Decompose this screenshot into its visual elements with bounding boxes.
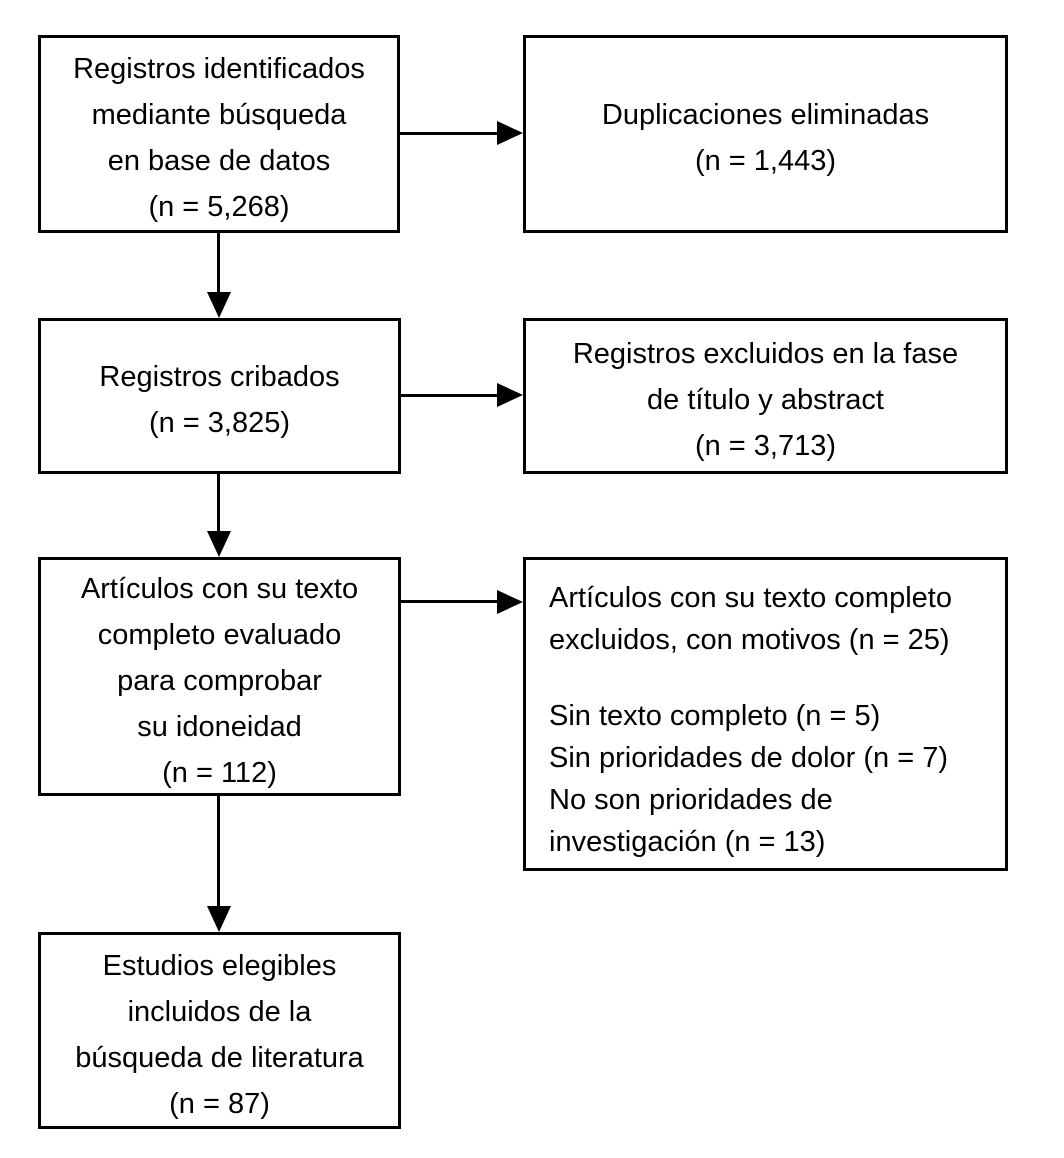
arrow-screened-to-excluded-line — [400, 394, 500, 397]
text-line: Sin texto completo (n = 5) — [549, 700, 881, 732]
text-line: para comprobar — [117, 664, 322, 697]
text-line: completo evaluado — [97, 618, 342, 651]
text-line: (n = 1,443) — [694, 145, 837, 177]
text-line: (n = 3,713) — [694, 430, 837, 462]
arrow-screened-to-fulltext-line — [217, 473, 220, 533]
arrow-identified-to-screened-line — [217, 232, 220, 294]
text-line: búsqueda de literatura — [75, 1041, 364, 1074]
node-fulltext-assessed: Artículos con su texto completo evaluado… — [38, 557, 401, 796]
exclusion-header: Artículos con su texto completo excluido… — [549, 577, 952, 661]
text-line: excluidos, con motivos (n = 25) — [549, 624, 950, 656]
node-fulltext-excluded: Artículos con su texto completo excluido… — [523, 557, 1008, 871]
exclusion-reasons: Sin texto completo (n = 5) Sin prioridad… — [549, 695, 948, 863]
text-line: Duplicaciones eliminadas — [601, 99, 930, 131]
text-line: Registros identificados — [73, 53, 365, 85]
text-line: Registros excluidos en la fase — [572, 338, 959, 370]
text-line: su idoneidad — [137, 710, 302, 743]
text-line: (n = 3,825) — [148, 407, 291, 439]
text-line: de título y abstract — [647, 384, 884, 416]
arrow-identified-to-duplicates-line — [399, 132, 499, 135]
arrow-fulltext-to-included-line — [217, 795, 220, 908]
text-line: (n = 87) — [169, 1087, 270, 1120]
arrow-fulltext-to-included-head-icon — [207, 906, 231, 932]
arrow-identified-to-screened-head-icon — [207, 292, 231, 318]
text-line: investigación (n = 13) — [549, 826, 826, 858]
text-line: Artículos con su texto — [80, 572, 359, 605]
node-duplicates-removed: Duplicaciones eliminadas (n = 1,443) — [523, 35, 1008, 233]
arrow-fulltext-to-excluded-head-icon — [497, 590, 523, 614]
node-records-excluded-title-abstract: Registros excluidos en la fase de título… — [523, 318, 1008, 474]
text-line: incluidos de la — [127, 995, 312, 1028]
text-line: Sin prioridades de dolor (n = 7) — [549, 742, 948, 774]
text-line: en base de datos — [107, 145, 331, 177]
arrow-screened-to-fulltext-head-icon — [207, 531, 231, 557]
node-records-identified: Registros identificados mediante búsqued… — [38, 35, 400, 233]
text-line: (n = 112) — [162, 756, 277, 789]
text-line: Artículos con su texto completo — [549, 582, 952, 614]
text-line: (n = 5,268) — [148, 191, 290, 223]
arrow-screened-to-excluded-head-icon — [497, 383, 523, 407]
arrow-identified-to-duplicates-head-icon — [497, 121, 523, 145]
arrow-fulltext-to-excluded-line — [400, 600, 500, 603]
text-line: mediante búsqueda — [91, 99, 347, 131]
node-studies-included: Estudios elegibles incluidos de la búsqu… — [38, 932, 401, 1129]
text-line: Registros cribados — [99, 361, 340, 393]
node-records-screened: Registros cribados (n = 3,825) — [38, 318, 401, 474]
text-line: No son prioridades de — [549, 784, 833, 816]
text-line: Estudios elegibles — [102, 949, 337, 982]
